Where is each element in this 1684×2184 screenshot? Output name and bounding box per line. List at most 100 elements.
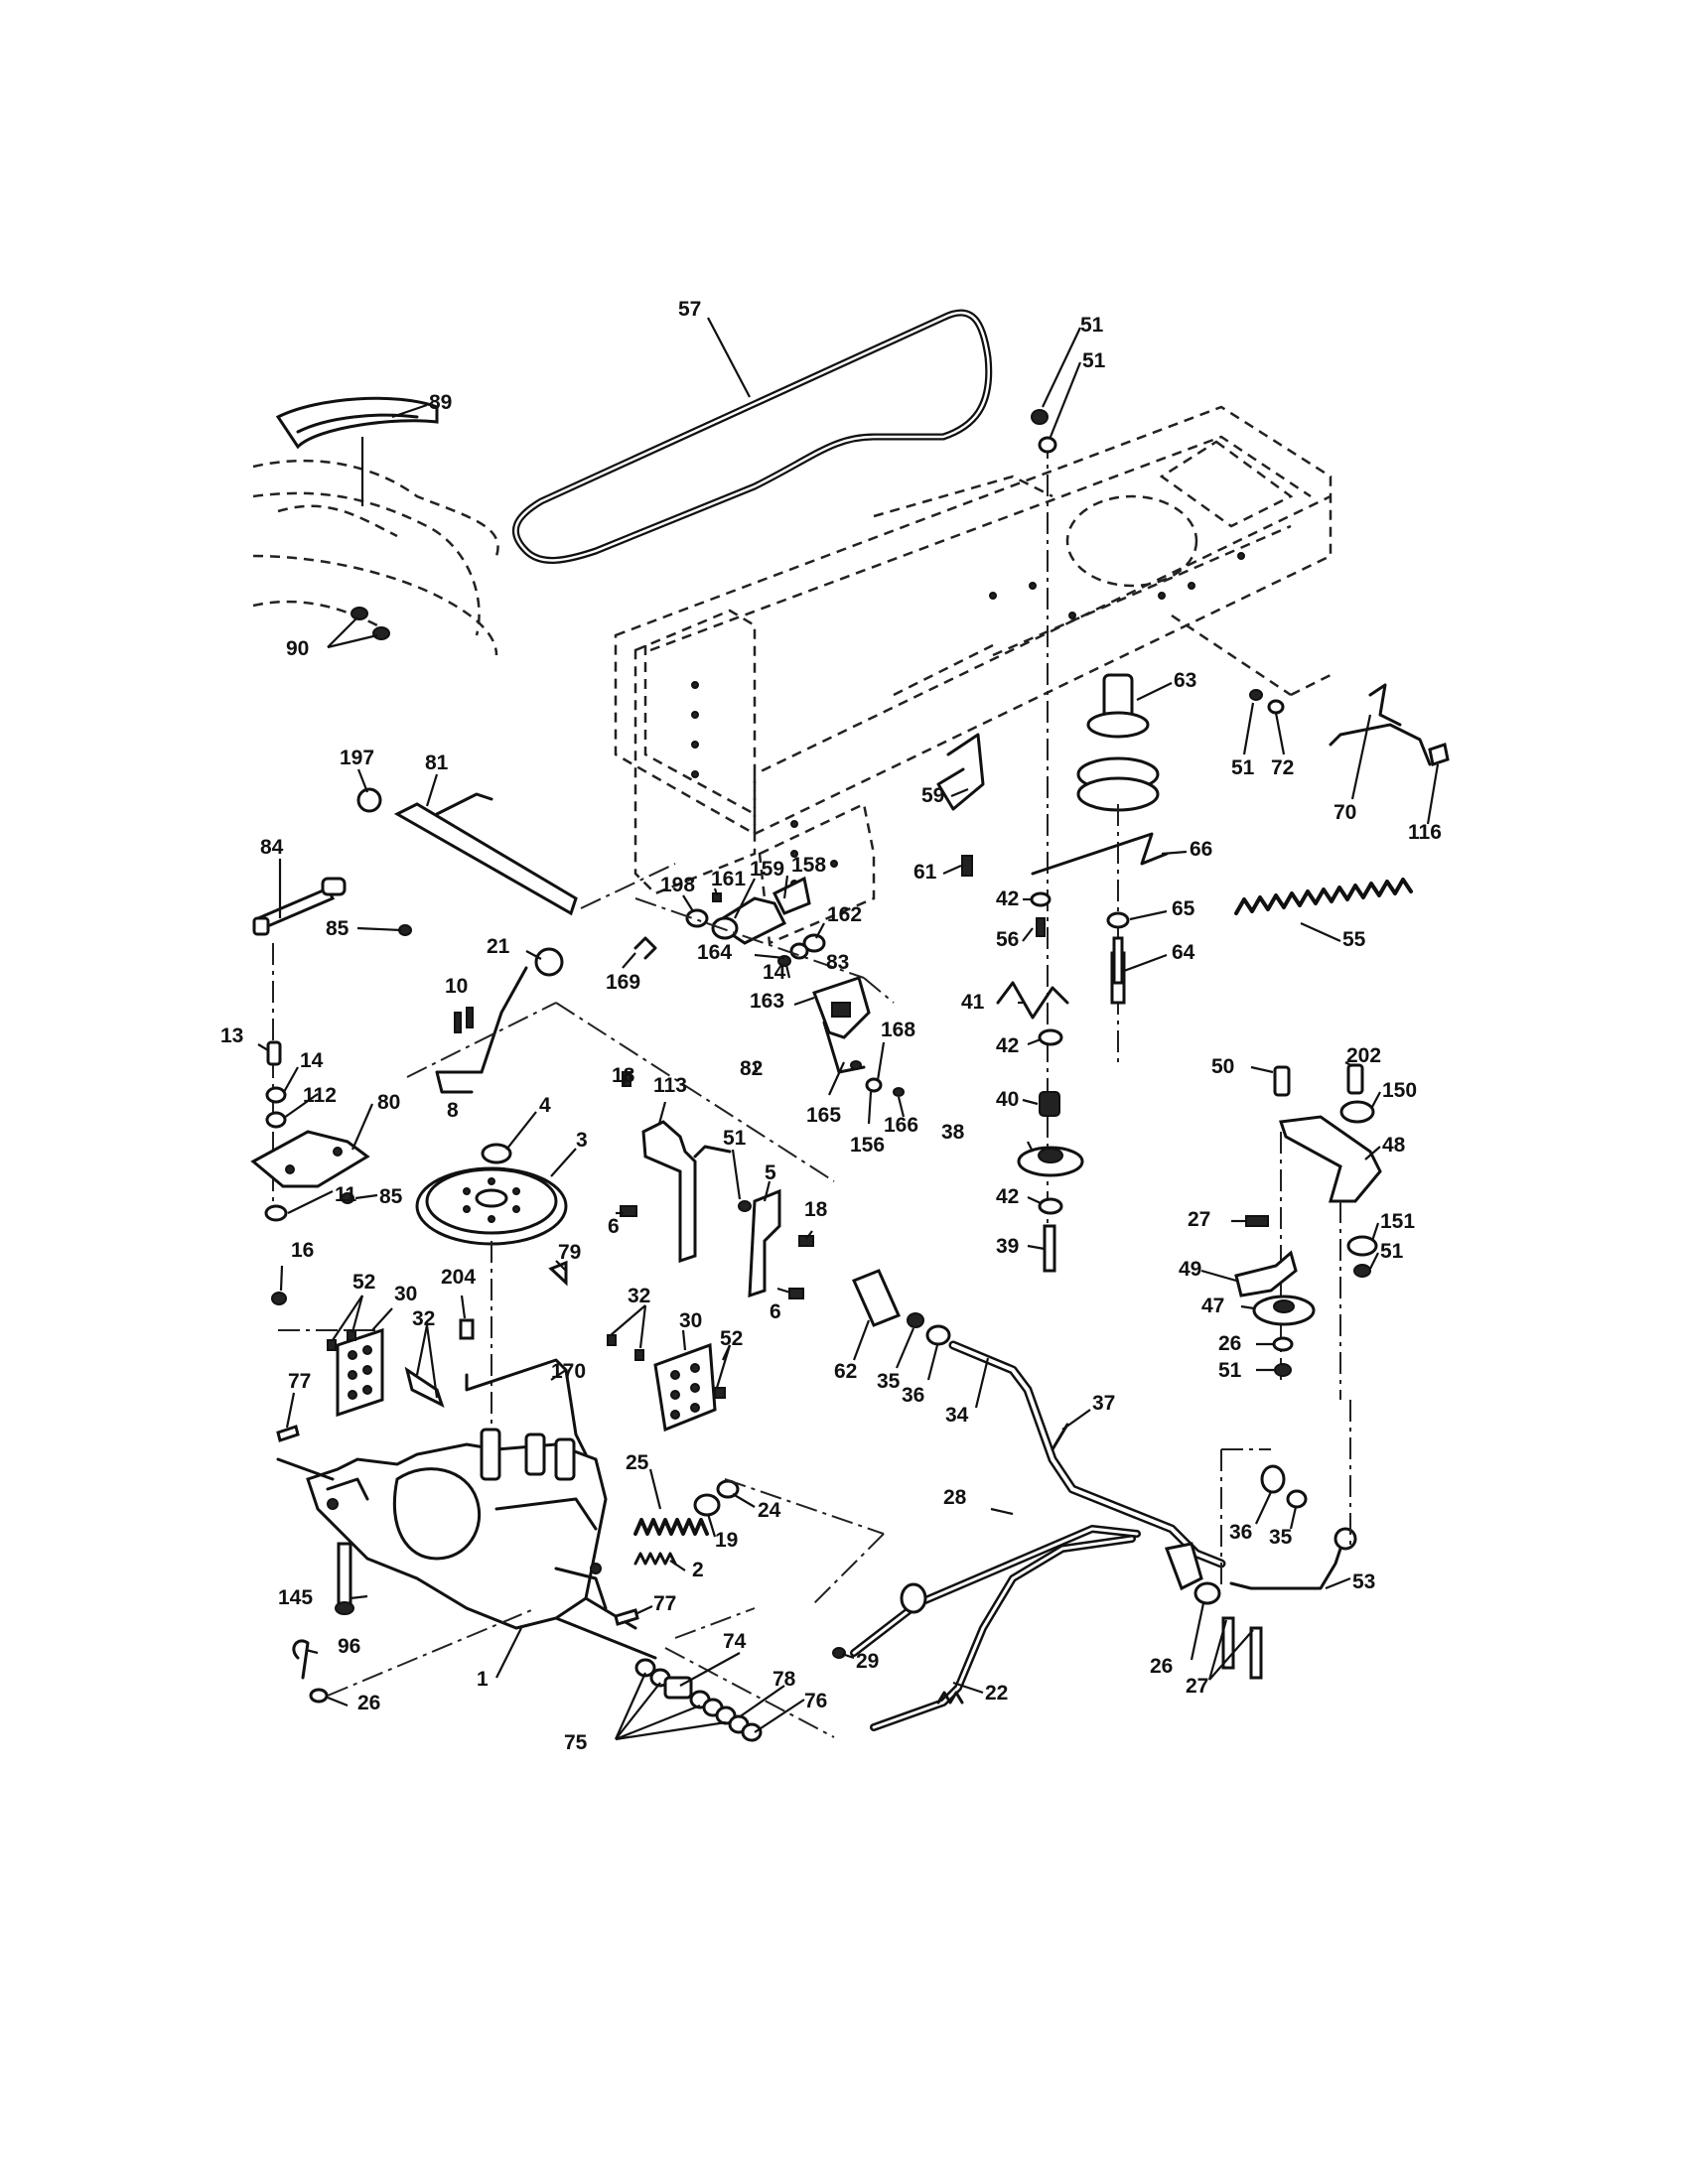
callout-80: 80 [377,1091,400,1114]
part-89-cover [275,396,439,506]
callout-51: 51 [1080,314,1104,337]
callout-83: 83 [826,951,849,974]
callout-42: 42 [996,1034,1019,1057]
chassis-frame [614,405,1333,945]
callout-29: 29 [856,1650,879,1673]
callout-2: 2 [692,1559,704,1581]
callout-36: 36 [902,1384,924,1407]
callout-28: 28 [943,1486,967,1509]
callout-169: 169 [606,971,640,994]
callout-35: 35 [877,1370,901,1393]
callout-53: 53 [1352,1570,1375,1593]
callout-13: 13 [220,1024,243,1047]
callout-5: 5 [765,1161,776,1184]
callout-112: 112 [303,1084,337,1107]
callout-51: 51 [723,1127,747,1150]
part-145-bolt [335,1542,354,1615]
callout-51: 51 [1231,756,1255,779]
part-57-belt [511,309,993,564]
callout-79: 79 [558,1241,581,1264]
callout-19: 19 [715,1529,738,1552]
callout-labels: 57 89 90 51 51 63 51 72 70 116 197 81 59… [220,298,1442,1754]
part-51-nuts-top [1031,409,1057,454]
callout-26: 26 [357,1692,380,1714]
callout-170: 170 [551,1360,586,1383]
part-55-spring [1234,878,1413,915]
part-25-spring [633,1478,885,1604]
callout-116: 116 [1408,821,1442,844]
part-159-assembly [633,876,905,1097]
callout-49: 49 [1179,1258,1201,1281]
callout-82: 82 [740,1057,763,1080]
part-170-rod [459,1318,588,1456]
callout-22: 22 [985,1682,1008,1705]
callout-85: 85 [379,1185,403,1208]
callout-59: 59 [921,784,944,807]
callout-36: 36 [1229,1521,1252,1544]
callout-1: 1 [477,1668,489,1691]
callout-85: 85 [326,917,350,940]
part-74-75-axle-parts [634,1607,835,1742]
callout-156: 156 [850,1134,885,1157]
callout-62: 62 [834,1360,857,1383]
callout-65: 65 [1172,897,1195,920]
callout-145: 145 [278,1586,313,1609]
callout-32: 32 [628,1285,650,1307]
callout-163: 163 [750,990,784,1013]
callout-96: 96 [338,1635,360,1658]
callout-51: 51 [1218,1359,1242,1382]
part-96-clip [292,1607,537,1704]
callout-51: 51 [1082,349,1106,372]
callout-78: 78 [772,1668,796,1691]
callout-6: 6 [608,1215,620,1238]
fender-outline [252,459,499,656]
part-90-nuts [351,607,390,640]
callout-113: 113 [653,1074,687,1097]
callout-51: 51 [1380,1240,1404,1263]
callout-47: 47 [1201,1295,1224,1317]
callout-198: 198 [660,874,695,896]
callout-18: 18 [804,1198,828,1221]
callout-27: 27 [1186,1675,1208,1698]
part-28-rod [832,1525,1141,1659]
callout-24: 24 [758,1499,781,1522]
callout-42: 42 [996,1185,1019,1208]
part-77-keys [276,1425,639,1626]
callout-21: 21 [487,935,510,958]
callout-26: 26 [1150,1655,1173,1678]
part-70-rod [1329,683,1450,766]
leader-lines [257,317,1440,1741]
callout-52: 52 [352,1271,375,1294]
callout-74: 74 [723,1630,747,1653]
callout-64: 64 [1172,941,1195,964]
part-34-shaft [851,1269,1226,1591]
callout-202: 202 [1346,1044,1381,1067]
callout-166: 166 [884,1114,918,1137]
part-48-bracket [1245,1063,1382,1549]
callout-56: 56 [996,928,1019,951]
callout-6: 6 [770,1300,781,1323]
callout-3: 3 [576,1129,588,1152]
callout-151: 151 [1380,1210,1415,1233]
part-51-72 [1249,689,1285,715]
part-53-rod [1220,1448,1357,1590]
callout-41: 41 [961,991,985,1014]
callout-40: 40 [996,1088,1019,1111]
callout-63: 63 [1174,669,1196,692]
part-66-guide [1031,832,1169,876]
callout-52: 52 [720,1327,743,1350]
callout-75: 75 [564,1731,588,1754]
callout-89: 89 [429,391,452,414]
callout-204: 204 [441,1266,476,1289]
callout-14: 14 [300,1049,324,1072]
callout-165: 165 [806,1104,841,1127]
callout-162: 162 [827,903,862,926]
callout-77: 77 [653,1592,676,1615]
part-16-nut [271,1292,287,1305]
callout-42: 42 [996,887,1019,910]
phantom-lines-mid [406,897,895,1182]
callout-10: 10 [445,975,468,998]
callout-25: 25 [626,1451,649,1474]
callout-35: 35 [1269,1526,1293,1549]
